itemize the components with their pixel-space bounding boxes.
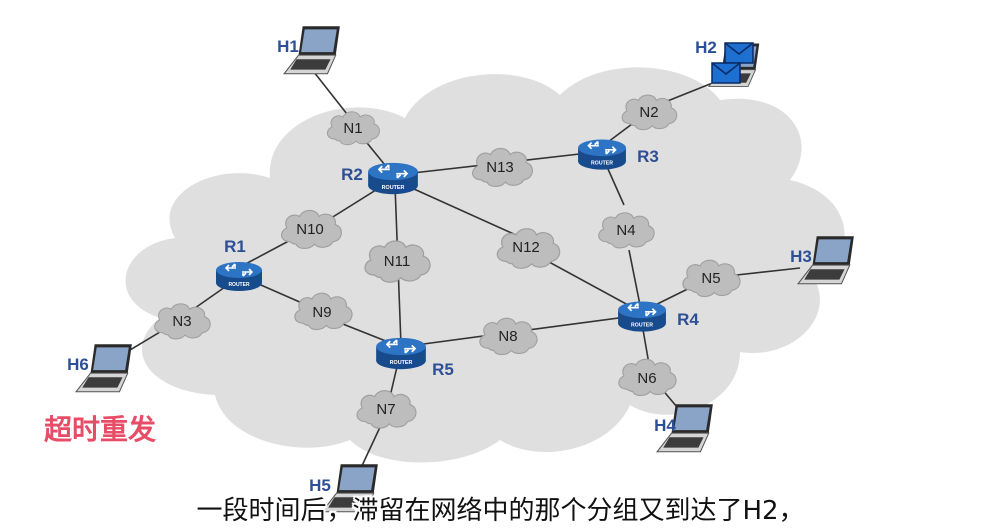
svg-text:H5: H5 [309, 476, 331, 495]
svg-text:N6: N6 [637, 370, 656, 387]
svg-text:N8: N8 [498, 328, 517, 345]
svg-text:H6: H6 [67, 355, 89, 374]
svg-text:H1: H1 [277, 37, 299, 56]
host-H1: H1 [277, 25, 341, 75]
svg-text:R5: R5 [432, 360, 454, 379]
router-R3: R3 [577, 138, 659, 171]
network-N5: N5 [682, 259, 741, 298]
svg-text:R2: R2 [341, 165, 363, 184]
svg-text:H2: H2 [695, 38, 717, 57]
network-N7: N7 [356, 390, 417, 429]
network-N13: N13 [471, 147, 534, 188]
svg-text:N7: N7 [376, 401, 395, 418]
network-N8: N8 [479, 317, 538, 356]
network-N2: N2 [621, 94, 678, 131]
host-H2: H2 [695, 38, 760, 87]
network-N11: N11 [364, 240, 431, 283]
envelope-icon [711, 62, 741, 84]
host-H4: H4 [654, 403, 714, 453]
svg-text:R4: R4 [677, 310, 699, 329]
svg-text:R3: R3 [637, 147, 659, 166]
router-R2: R2 [341, 161, 419, 196]
router-R1: R1 [215, 237, 263, 292]
host-H6: H6 [67, 343, 133, 393]
retransmit-caption: 超时重发 [44, 413, 157, 446]
host-H5: H5 [309, 463, 379, 513]
network-N3: N3 [154, 303, 211, 340]
network-N9: N9 [294, 292, 353, 331]
router-R5: R5 [375, 336, 454, 379]
svg-text:N1: N1 [343, 120, 362, 137]
svg-text:H3: H3 [790, 247, 812, 266]
host-H3: H3 [790, 235, 855, 285]
svg-text:N12: N12 [512, 239, 540, 256]
network-N1: N1 [326, 111, 380, 146]
envelope-icon [724, 42, 754, 64]
svg-text:N9: N9 [312, 304, 331, 321]
svg-text:H4: H4 [654, 416, 676, 435]
network-N12: N12 [496, 228, 561, 269]
router-R4: R4 [617, 300, 699, 333]
svg-text:N5: N5 [701, 270, 720, 287]
network-N4: N4 [598, 212, 655, 249]
network-N10: N10 [280, 209, 343, 250]
svg-text:N3: N3 [172, 313, 191, 330]
svg-text:N10: N10 [296, 221, 324, 238]
svg-text:R1: R1 [224, 237, 246, 256]
video-subtitle: 一段时间后，滞留在网络中的那个分组又到达了H2， [196, 496, 805, 526]
svg-text:N11: N11 [384, 253, 410, 270]
network-N6: N6 [618, 358, 677, 397]
svg-text:N2: N2 [639, 104, 658, 121]
svg-text:N4: N4 [616, 222, 635, 239]
svg-text:N13: N13 [486, 159, 514, 176]
